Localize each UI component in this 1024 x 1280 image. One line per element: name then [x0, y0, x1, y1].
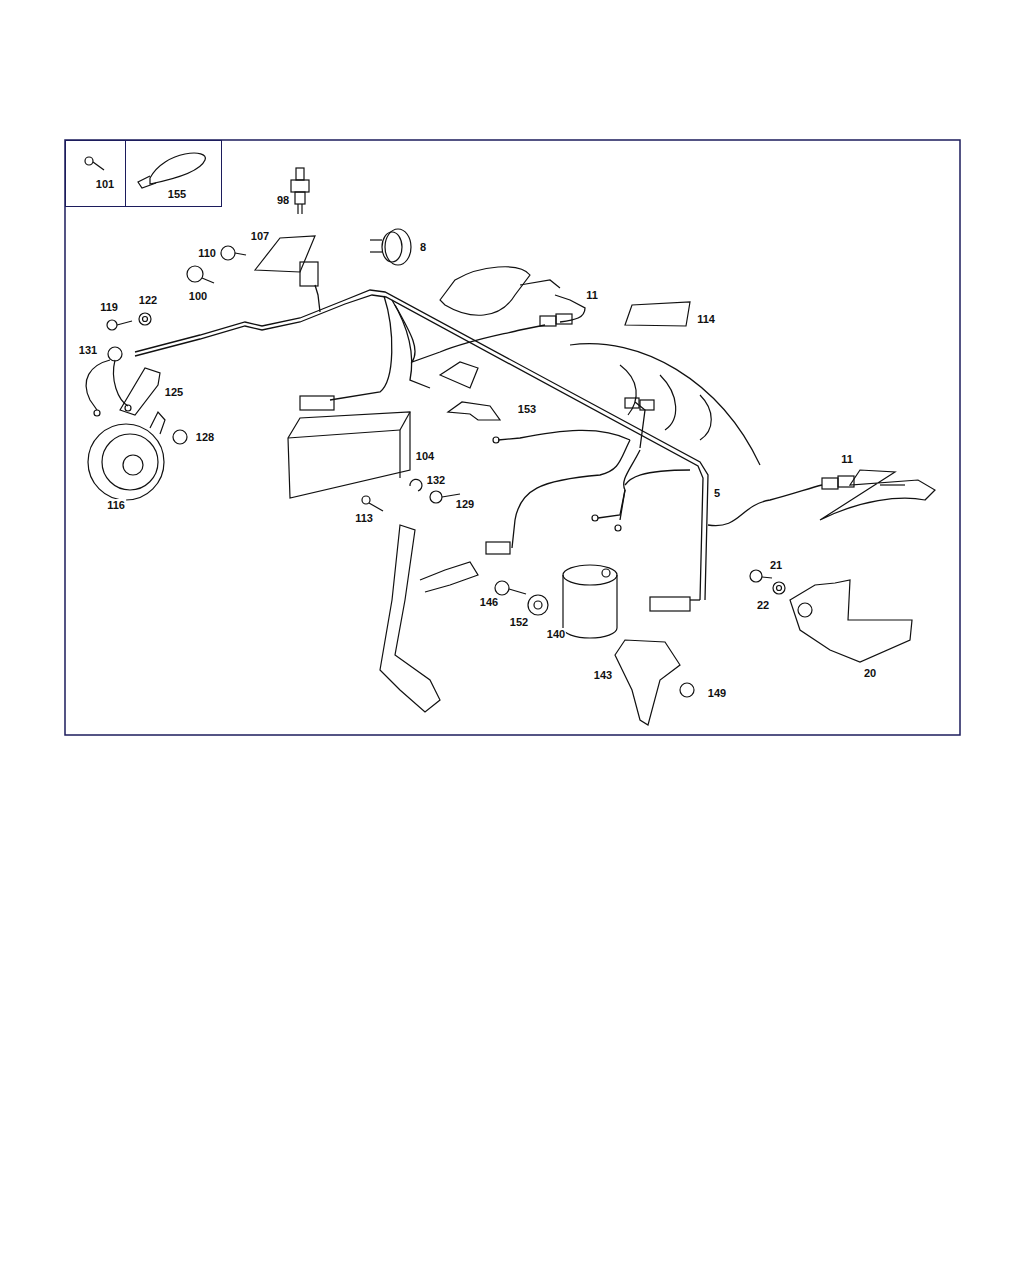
- siren-140: [563, 565, 617, 638]
- connector: [300, 396, 334, 410]
- callout-number: 21: [769, 559, 783, 571]
- handle-rod: [880, 484, 905, 485]
- horn-116: [88, 412, 165, 500]
- switch-98: [291, 168, 309, 214]
- bracket-143: [615, 640, 680, 725]
- callout-number: 140: [546, 628, 566, 640]
- screws: [107, 246, 785, 697]
- rivet-icon: [85, 157, 104, 170]
- body-outline: [660, 375, 676, 430]
- handle-rod: [520, 280, 560, 288]
- callout-number: 149: [707, 687, 727, 699]
- bracket-153: [448, 402, 500, 420]
- connector: [650, 597, 690, 611]
- callout-number: 152: [509, 616, 529, 628]
- callout-number: 113: [354, 512, 374, 524]
- callout-number: 128: [195, 431, 215, 443]
- callout-number: 20: [863, 667, 877, 679]
- callout-number: 11: [585, 289, 599, 301]
- door-handle-11: [820, 470, 935, 520]
- ground-wire: [86, 360, 110, 410]
- callout-number: 132: [426, 474, 446, 486]
- body-outline: [700, 395, 711, 440]
- wiring-harness: [135, 285, 822, 600]
- callout-number: 119: [99, 301, 119, 313]
- ring-terminal: [592, 515, 598, 521]
- callout-number: 101: [96, 178, 114, 190]
- pedal-switch: [420, 562, 478, 592]
- ring-terminal: [615, 525, 621, 531]
- callout-number: 100: [188, 290, 208, 302]
- connector: [640, 400, 654, 410]
- pedal: [380, 525, 440, 712]
- callout-number: 155: [168, 188, 186, 200]
- callout-number: 143: [593, 669, 613, 681]
- callout-number: 110: [197, 247, 217, 259]
- bracket-20: [790, 580, 912, 662]
- callout-number: 125: [164, 386, 184, 398]
- cable-tie-icon: [138, 153, 205, 188]
- callout-number: 131: [78, 344, 98, 356]
- ring-terminal: [493, 437, 499, 443]
- callout-number: 98: [276, 194, 290, 206]
- body-outline: [620, 365, 636, 415]
- callout-number: 107: [250, 230, 270, 242]
- callout-number: 11: [840, 453, 854, 465]
- callout-number: 22: [756, 599, 770, 611]
- callout-number: 146: [479, 596, 499, 608]
- body-outline: [570, 344, 760, 465]
- connector: [625, 398, 639, 408]
- callout-number: 5: [713, 487, 721, 499]
- connector: [822, 478, 838, 489]
- callout-number: 114: [696, 313, 716, 325]
- frame: [65, 140, 960, 735]
- connector: [486, 542, 510, 554]
- bracket-114: [625, 302, 690, 326]
- callout-number: 129: [455, 498, 475, 510]
- callout-number: 153: [517, 403, 537, 415]
- socket-8: [370, 229, 411, 265]
- callout-number: 104: [415, 450, 435, 462]
- relay: [440, 362, 478, 388]
- inset-cell: 101: [65, 140, 126, 207]
- bracket-125: [120, 368, 160, 415]
- callout-number: 116: [106, 499, 126, 511]
- control-unit-104: [288, 412, 410, 498]
- connector: [556, 314, 572, 324]
- callout-number: 8: [419, 241, 427, 253]
- callout-number: 122: [138, 294, 158, 306]
- connector: [540, 316, 556, 326]
- door-handle-11: [440, 267, 530, 315]
- inset-cell: 155: [125, 140, 222, 207]
